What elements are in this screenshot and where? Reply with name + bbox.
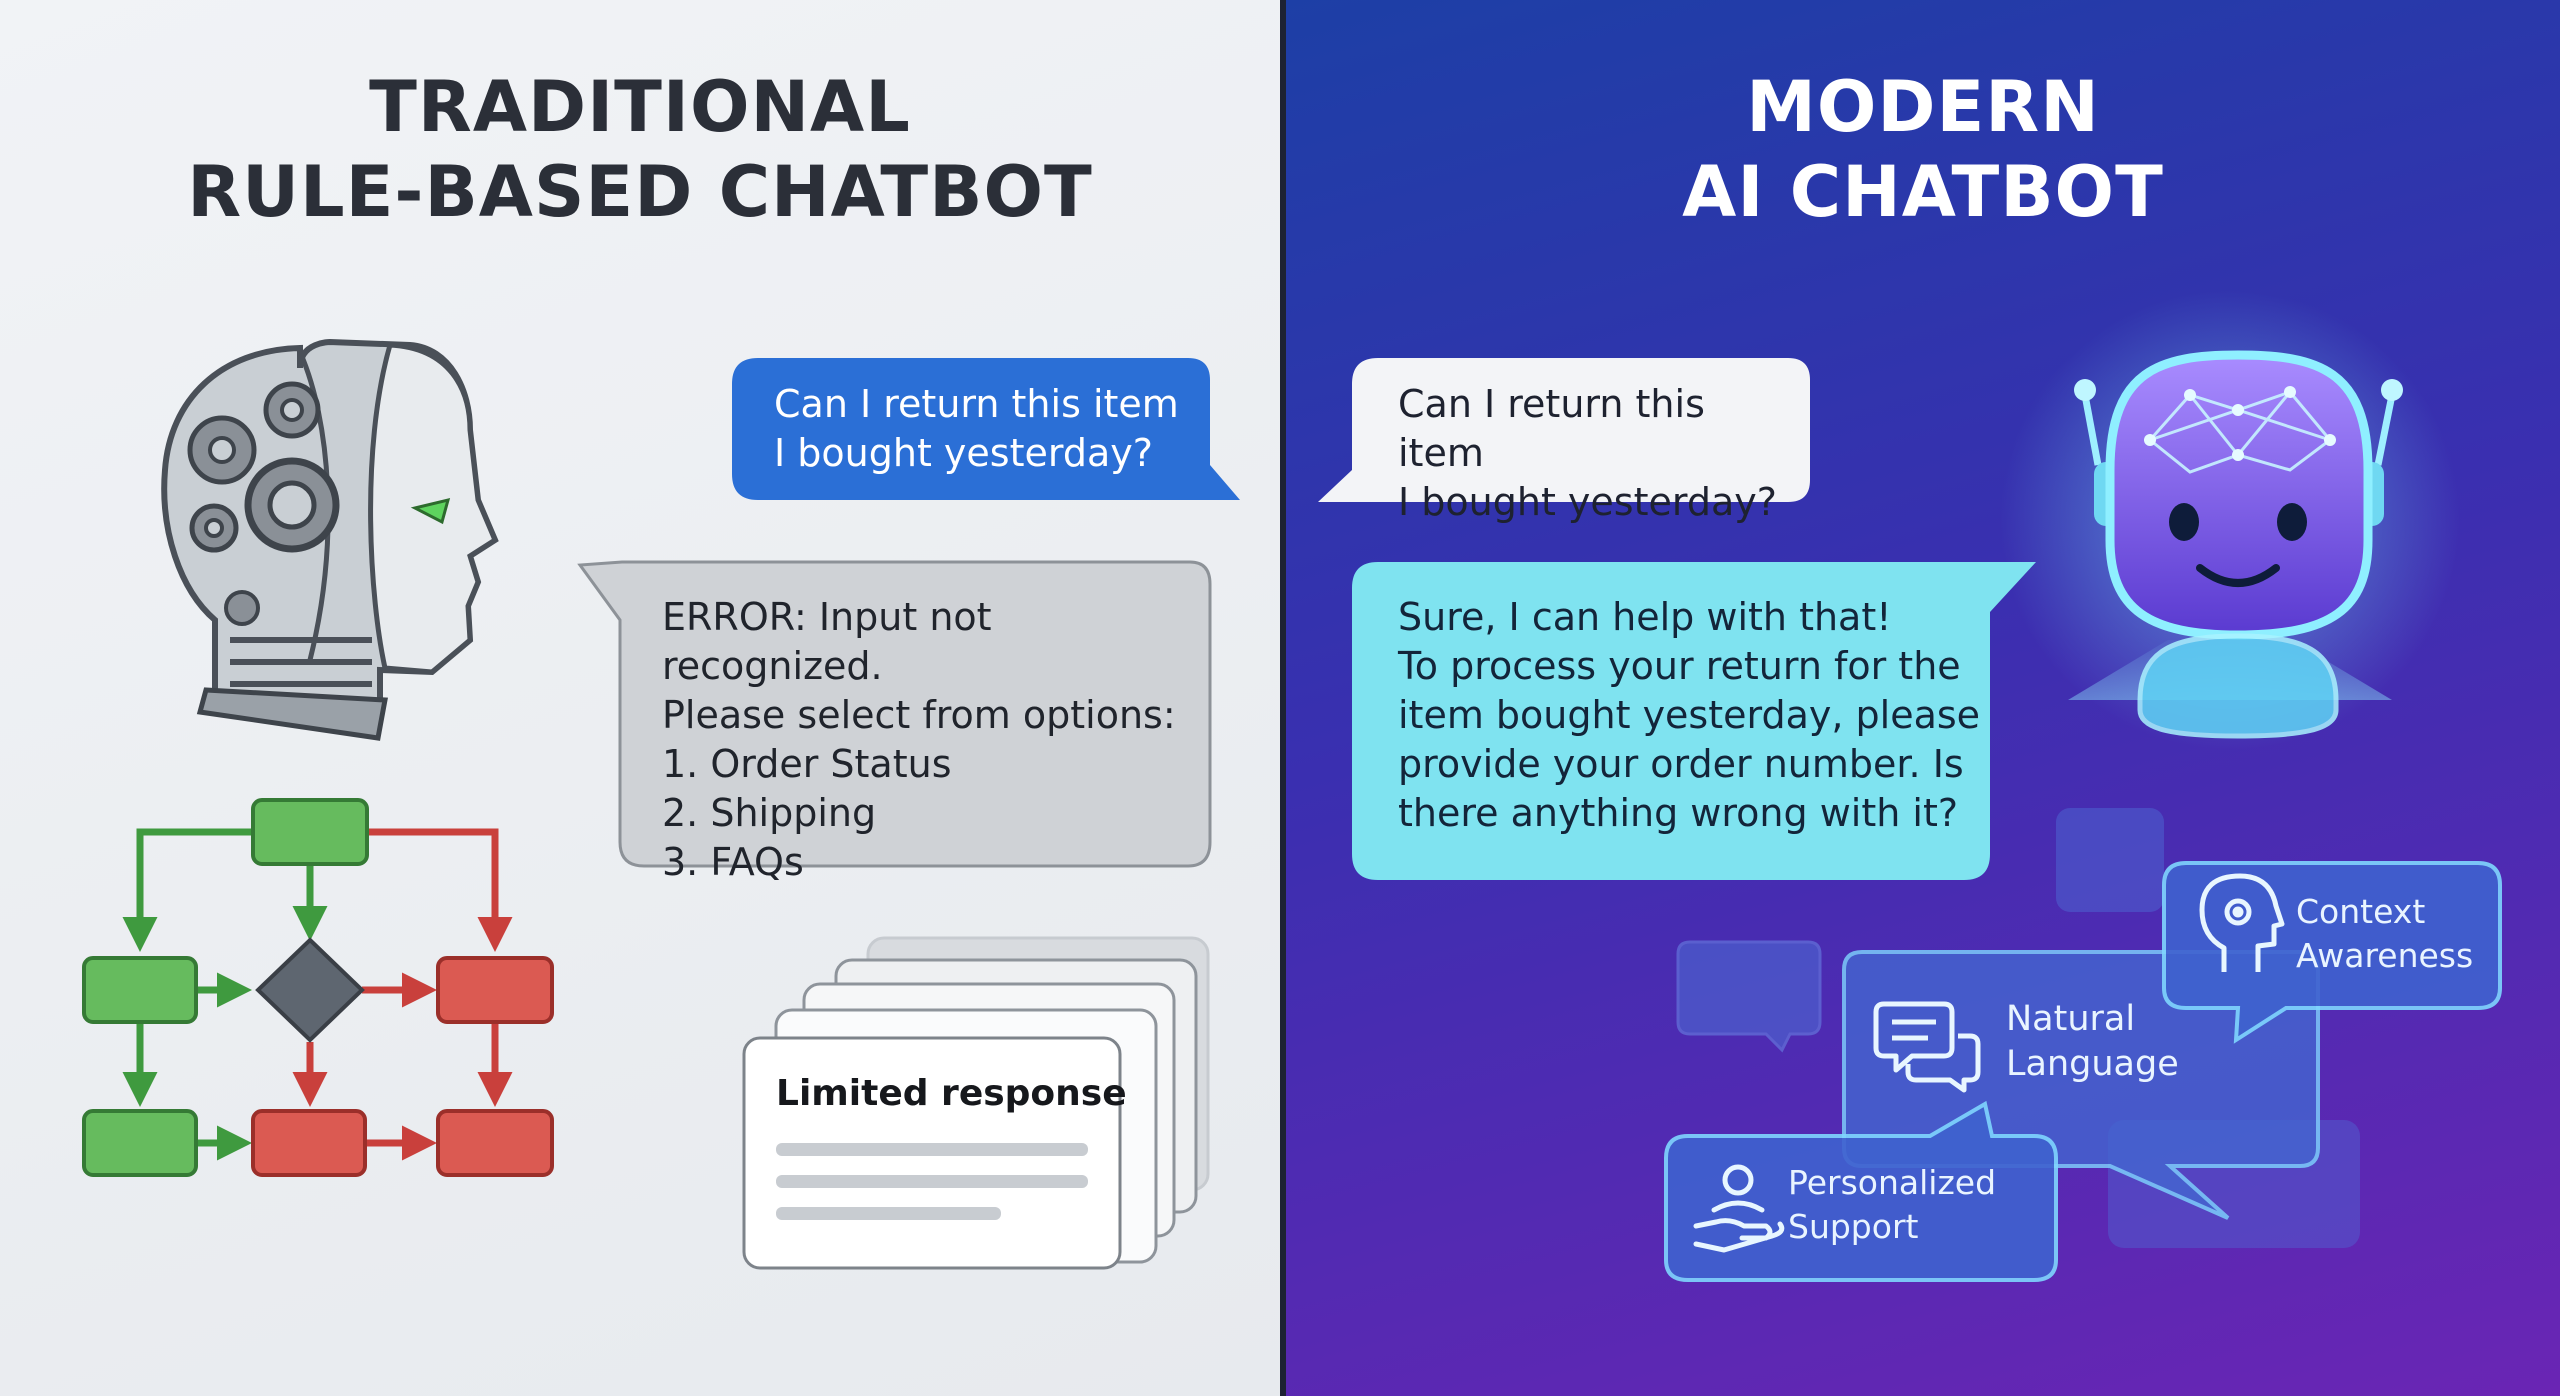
reply-line: Sure, I can help with that! [1398, 595, 1892, 639]
user-bubble-left [732, 358, 1240, 500]
label-line: Support [1788, 1207, 1919, 1246]
heading-line: AI CHATBOT [1682, 151, 2164, 233]
limited-response-label: Limited response [776, 1073, 1127, 1114]
personalized-support-label: Personalized Support [1788, 1161, 1996, 1249]
chat-lines-icon [1873, 1001, 1981, 1093]
heading-line: TRADITIONAL [369, 66, 911, 148]
reply-line: Please select from options: [662, 693, 1176, 737]
person-hand-icon [1693, 1164, 1785, 1253]
bot-reply-right: Sure, I can help with that! To process y… [1398, 593, 1998, 838]
ai-robot-hologram-icon [2000, 290, 2460, 750]
label-line: Natural [2006, 999, 2136, 1039]
reply-line: ERROR: Input not recognized. [662, 595, 992, 688]
feature-bubbles [1664, 808, 2502, 1282]
reply-line: item bought yesterday, please [1398, 693, 1981, 737]
label-line: Awareness [2296, 936, 2474, 975]
heading-line: MODERN [1746, 66, 2100, 148]
label-line: Personalized [1788, 1163, 1997, 1202]
heading-line: RULE-BASED CHATBOT [187, 151, 1093, 233]
response-card-stack [742, 936, 1210, 1270]
panel-divider [1280, 0, 1286, 1396]
reply-line: provide your order number. Is [1398, 742, 1964, 786]
message-line: I bought yesterday? [1398, 480, 1777, 524]
message-line: Can I return this item [1398, 382, 1705, 475]
reply-option: 1. Order Status [662, 742, 952, 786]
user-message-left: Can I return this item I bought yesterda… [774, 382, 1179, 475]
natural-language-label: Natural Language [2006, 997, 2179, 1087]
bot-bubble-left [577, 560, 1212, 868]
reply-option: 3. FAQs [662, 840, 804, 884]
label-line: Context [2296, 892, 2426, 931]
bot-reply-left: ERROR: Input not recognized. Please sele… [662, 593, 1222, 887]
reply-line: there anything wrong with it? [1398, 791, 1959, 835]
bot-bubble-right [1352, 562, 2036, 880]
label-line: Language [2006, 1044, 2179, 1084]
reply-option: 2. Shipping [662, 791, 877, 835]
traditional-heading: TRADITIONAL RULE-BASED CHATBOT [0, 65, 1280, 235]
context-awareness-label: Context Awareness [2296, 890, 2473, 978]
user-bubble-right [1318, 358, 1810, 502]
head-gear-icon [2199, 873, 2285, 972]
reply-line: To process your return for the [1398, 644, 1961, 688]
robot-head-gears-icon [161, 338, 499, 741]
user-message-right: Can I return this item I bought yesterda… [1398, 380, 1798, 527]
flowchart-icon [82, 798, 554, 1177]
modern-heading: MODERN AI CHATBOT [1286, 65, 2560, 235]
